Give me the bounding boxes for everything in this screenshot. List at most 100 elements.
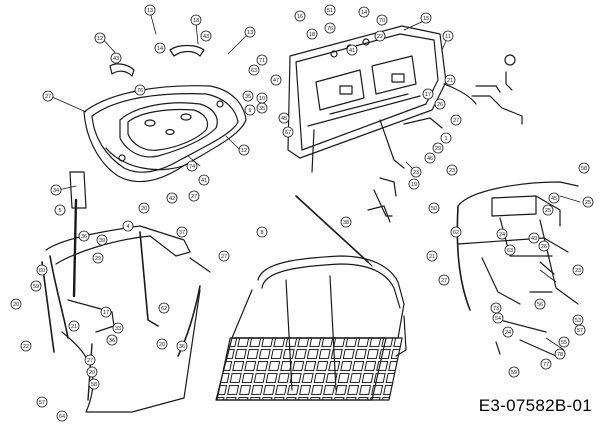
callout-balloon (278, 112, 290, 124)
callout-balloon (36, 264, 48, 276)
callout-label: 55 (561, 340, 567, 346)
callout-label: 17 (103, 310, 109, 316)
callout-label: 26 (541, 244, 547, 250)
callout-balloon (244, 26, 256, 38)
callout-38: 38 (340, 216, 352, 228)
callout-74: 74 (186, 160, 198, 172)
callout-label: 24 (505, 330, 511, 336)
callout-balloon (450, 114, 462, 126)
callout-34: 34 (50, 184, 62, 196)
callout-29: 29 (92, 252, 104, 264)
steering-rod (295, 195, 373, 267)
callout-label: 23 (449, 168, 455, 174)
callout-label: 41 (201, 178, 207, 184)
callout-balloon (134, 84, 146, 96)
callout-47: 47 (270, 74, 282, 86)
callout-10: 10 (256, 92, 268, 104)
callout-balloon (434, 98, 446, 110)
callout-70: 70 (376, 14, 388, 26)
callout-label: 17 (425, 92, 431, 98)
callout-46: 46 (424, 152, 436, 164)
callout-label: 22 (377, 34, 383, 40)
callout-label: 33 (115, 326, 121, 332)
clip-parts (367, 177, 397, 223)
callout-60: 60 (36, 264, 48, 276)
callout-26: 26 (434, 98, 446, 110)
callout-label: 49 (531, 236, 537, 242)
callout-label: 34 (53, 188, 59, 194)
callout-50: 50 (428, 202, 440, 214)
callout-balloon (554, 348, 566, 360)
callout-label: 54 (495, 316, 501, 322)
callout-63: 63 (248, 64, 260, 76)
callout-76: 76 (324, 22, 336, 34)
callout-label: 12 (97, 36, 103, 42)
callout-22: 22 (374, 30, 386, 42)
callout-25: 25 (542, 204, 554, 216)
callout-balloon (190, 14, 202, 26)
callout-78: 78 (554, 348, 566, 360)
callout-4: 4 (122, 220, 134, 232)
callout-label: 21 (429, 254, 435, 260)
callout-label: 22 (23, 344, 29, 350)
callout-balloon (30, 280, 42, 292)
callout-label: 53 (575, 318, 581, 324)
callout-17: 17 (422, 88, 434, 100)
callout-balloon (324, 4, 336, 16)
callout-62: 62 (450, 226, 462, 238)
callout-balloon (200, 30, 212, 42)
callout-13: 13 (144, 4, 156, 16)
callout-label: 27 (45, 94, 51, 100)
callout-label: 73 (493, 306, 499, 312)
callout-label: 71 (259, 58, 265, 64)
callout-label: 27 (441, 278, 447, 284)
callout-label: 63 (507, 248, 513, 254)
callout-balloon (374, 30, 386, 42)
callout-41: 41 (346, 44, 358, 56)
callout-label: 35 (259, 106, 265, 112)
callout-label: 23 (413, 170, 419, 176)
callout-63: 63 (504, 244, 516, 256)
callout-label: 77 (543, 362, 549, 368)
callout-balloon (538, 240, 550, 252)
callout-21: 21 (426, 250, 438, 262)
callout-42: 42 (166, 192, 178, 204)
callout-balloon (188, 190, 200, 202)
callout-balloon (198, 174, 210, 186)
callout-balloon (256, 92, 268, 104)
callout-58: 58 (88, 378, 100, 390)
callout-39: 39 (96, 234, 108, 246)
callout-label: 67 (285, 130, 291, 136)
callout-label: 18 (193, 18, 199, 24)
callout-71: 71 (256, 54, 268, 66)
callout-18: 18 (190, 14, 202, 26)
callout-label: 11 (445, 34, 451, 40)
callout-45: 45 (278, 112, 290, 124)
callout-balloon (144, 4, 156, 16)
callout-balloon (86, 366, 98, 378)
callout-label: 58 (581, 166, 587, 172)
callout-label: 27 (191, 194, 197, 200)
callout-label: 43 (113, 56, 119, 62)
callout-57: 57 (574, 324, 586, 336)
callout-35: 35 (242, 90, 254, 102)
callout-label: 74 (189, 164, 195, 170)
callout-label: 38 (343, 220, 349, 226)
callout-9: 9 (244, 104, 256, 116)
callout-label: 8 (260, 230, 263, 236)
callout-balloon (346, 44, 358, 56)
callout-21: 21 (68, 320, 80, 332)
callout-label: 57 (39, 400, 45, 406)
right-frame-assembly (456, 181, 579, 357)
callout-22: 22 (20, 340, 32, 352)
callout-balloon (376, 14, 388, 26)
dashboard-panel (287, 25, 477, 173)
callout-14: 14 (154, 42, 166, 54)
callout-label: 25 (585, 200, 591, 206)
callout-45: 45 (548, 192, 560, 204)
callout-balloon (282, 126, 294, 138)
callout-36: 36 (106, 334, 118, 346)
callout-20: 20 (156, 338, 168, 350)
callout-label: 21 (447, 78, 453, 84)
